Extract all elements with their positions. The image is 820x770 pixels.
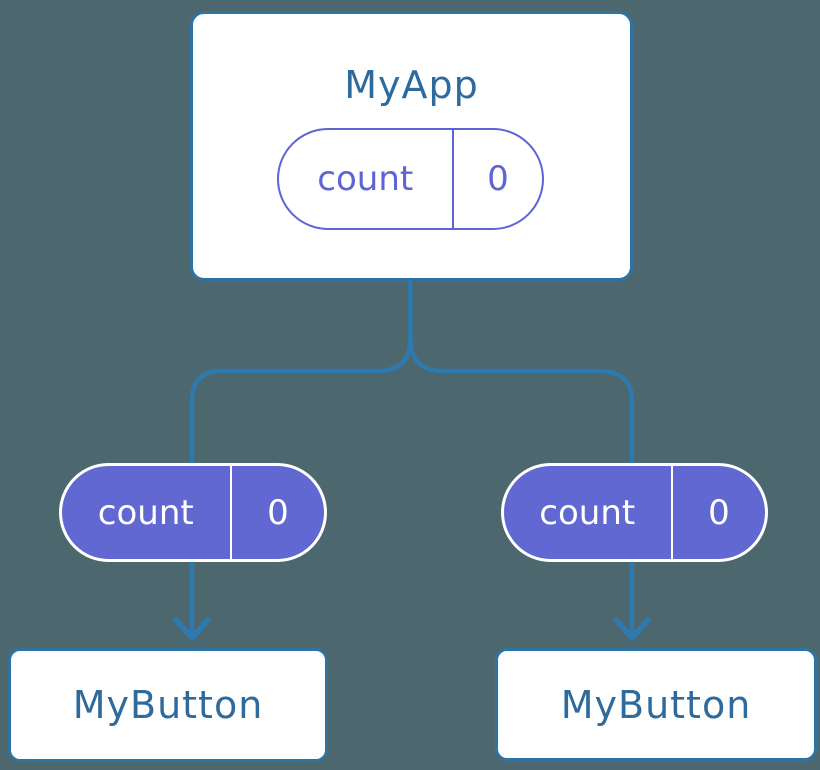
node-myapp-title: MyApp bbox=[344, 63, 479, 107]
state-value-label: 0 bbox=[487, 159, 509, 199]
pill-divider bbox=[229, 466, 232, 559]
state-key-label: count bbox=[317, 159, 414, 199]
state-value-label: 0 bbox=[708, 492, 730, 533]
connector-branch-right bbox=[408, 337, 635, 464]
connector-branch-left bbox=[189, 337, 413, 464]
arrowhead-left-icon bbox=[173, 617, 211, 643]
state-key-label: count bbox=[97, 492, 194, 533]
pill-divider bbox=[451, 130, 454, 228]
state-value-label: 0 bbox=[267, 492, 289, 533]
pill-divider bbox=[670, 466, 673, 559]
state-pill-left-child: count 0 bbox=[59, 463, 327, 562]
node-mybutton-left-title: MyButton bbox=[72, 683, 264, 727]
node-mybutton-right-title: MyButton bbox=[560, 682, 752, 727]
state-key-label: count bbox=[539, 492, 636, 533]
state-pill-right-child: count 0 bbox=[501, 463, 768, 562]
state-pill-myapp: count 0 bbox=[277, 128, 544, 230]
arrowhead-right-icon bbox=[613, 617, 651, 643]
node-mybutton-right: MyButton bbox=[495, 648, 817, 761]
node-mybutton-left: MyButton bbox=[8, 648, 328, 762]
